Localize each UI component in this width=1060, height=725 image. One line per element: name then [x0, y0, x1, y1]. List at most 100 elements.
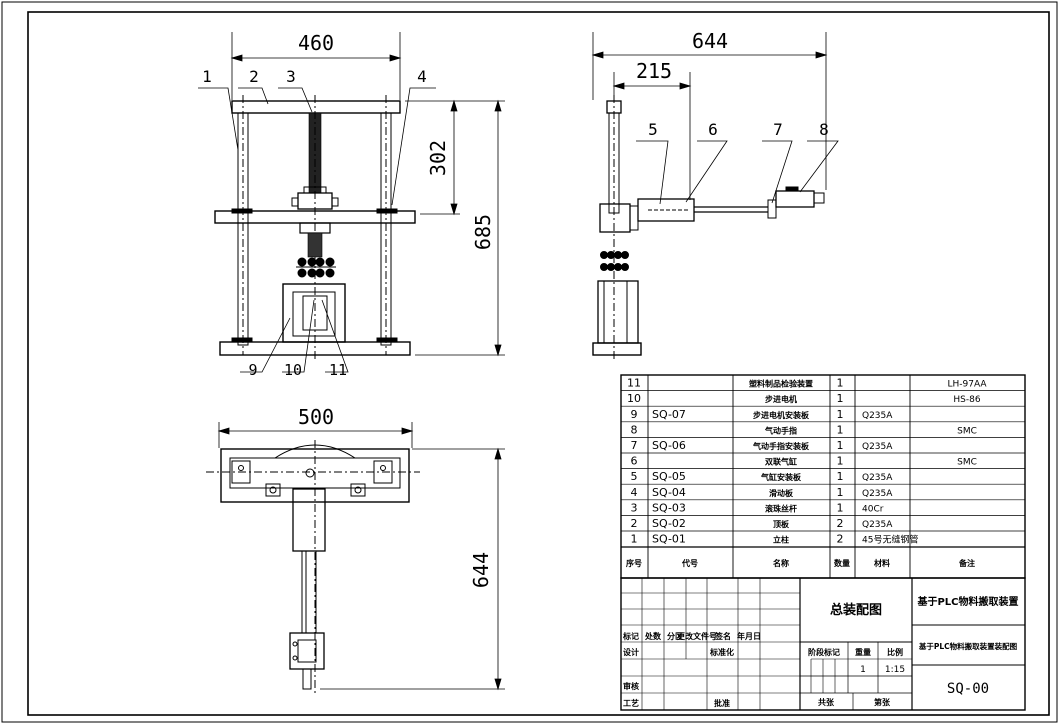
bom-cell-code: SQ-02: [652, 517, 686, 530]
balloon-11: 11: [329, 361, 347, 379]
bom-cell-no: 9: [631, 408, 638, 421]
bom-cell-material: Q235A: [862, 520, 893, 530]
inner-frame: [27, 11, 1050, 716]
tb-scale-value: 1:15: [885, 665, 905, 675]
bom-cell-no: 7: [631, 439, 638, 452]
tb-rev-date: 年月日: [737, 631, 761, 641]
dim-front-upper: 302: [426, 140, 450, 176]
tb-rev-doc: 更改文件号: [677, 631, 717, 641]
bom-header-row: 序号 代号 名称 数量 材料 备注: [626, 558, 975, 568]
side-leaders: [636, 140, 839, 205]
drawing-title: 总装配图: [830, 602, 882, 618]
side-view: [592, 95, 825, 360]
bom-cell-code: SQ-05: [652, 470, 686, 483]
bom-cell-note: SMC: [957, 458, 977, 468]
balloon-6: 6: [708, 120, 718, 139]
tb-sheet-no: 第张: [874, 697, 891, 707]
bom-cell-qty: 1: [837, 408, 844, 421]
dim-side-offset: 215: [636, 59, 672, 83]
bom-row: 11 塑料制品检验装置 1 LH-97AA: [627, 377, 987, 390]
bom-cell-name: 双联气缸: [765, 457, 797, 467]
tb-stage: 阶段标记: [808, 647, 840, 657]
balloon-8: 8: [819, 120, 829, 139]
balloon-4: 4: [417, 67, 427, 86]
tb-standardize: 标准化: [709, 647, 734, 657]
title-block-labels: 标记 处数 分区 更改文件号 签名 年月日 设计 标准化 审核 工艺 批准 阶段…: [622, 595, 1019, 708]
front-view: [214, 95, 416, 360]
bom-header-no: 序号: [626, 558, 642, 568]
bom-cell-qty: 1: [837, 470, 844, 483]
project-title: 基于PLC物料搬取装置: [916, 595, 1018, 608]
bom-cell-qty: 2: [837, 517, 844, 530]
front-dimensions: [230, 32, 505, 357]
balloon-1: 1: [202, 67, 212, 86]
bom-cell-qty: 1: [837, 377, 844, 390]
tb-sheets-total: 共张: [818, 697, 835, 707]
bom-cell-no: 2: [631, 517, 638, 530]
dim-front-height: 685: [471, 214, 495, 250]
bom-cell-no: 8: [631, 423, 638, 436]
bom-cell-material: Q235A: [862, 411, 893, 421]
bom-cell-qty: 1: [837, 455, 844, 468]
bom-cell-no: 6: [631, 455, 638, 468]
bom-cell-qty: 1: [837, 501, 844, 514]
bom-cell-material: Q235A: [862, 442, 893, 452]
bom-cell-qty: 1: [837, 439, 844, 452]
bom-cell-code: SQ-06: [652, 439, 686, 452]
bom-cell-name: 气动手指安装板: [752, 441, 810, 451]
dim-top-length: 644: [469, 552, 493, 588]
bom-cell-no: 11: [627, 377, 641, 390]
bom-cell-code: SQ-07: [652, 408, 686, 421]
front-leaders: [198, 87, 436, 373]
tb-approve: 批准: [714, 698, 730, 708]
tb-rev-sign: 签名: [714, 631, 731, 641]
bom-cell-name: 步进电机: [765, 394, 797, 404]
balloon-3: 3: [286, 67, 296, 86]
bom-cell-qty: 1: [837, 486, 844, 499]
dim-side-width: 644: [692, 29, 728, 53]
bom-cell-name: 塑料制品检验装置: [749, 379, 813, 389]
balloon-10: 10: [284, 361, 302, 379]
top-dimensions: [217, 422, 505, 691]
tb-craft: 工艺: [623, 698, 639, 708]
bom-cell-code: SQ-01: [652, 533, 686, 546]
bom-cell-material: 40Cr: [862, 504, 884, 514]
drawing-number: SQ-00: [947, 681, 989, 697]
bom-cell-note: SMC: [957, 426, 977, 436]
bom-cell-code: SQ-03: [652, 501, 686, 514]
bom-header-qty: 数量: [834, 558, 850, 568]
bom-cell-qty: 2: [837, 533, 844, 546]
bom-header-code: 代号: [681, 558, 698, 568]
bom-cell-name: 气缸安装板: [760, 472, 802, 482]
bom-cell-note: LH-97AA: [947, 380, 987, 390]
bom-row: 7 SQ-06 气动手指安装板 1 Q235A: [631, 439, 894, 452]
tb-rev-count: 处数: [644, 631, 662, 641]
tb-rev-mark: 标记: [622, 631, 639, 641]
tb-weight: 重量: [855, 647, 871, 657]
drawing-name: 基于PLC物料搬取装置装配图: [918, 641, 1018, 651]
bom-row: 6 双联气缸 1 SMC: [631, 455, 977, 468]
balloon-7: 7: [773, 120, 783, 139]
bom-cell-code: SQ-04: [652, 486, 686, 499]
side-dimensions: [591, 32, 828, 200]
bom-cell-note: HS-86: [953, 395, 980, 405]
bom-cell-qty: 1: [837, 392, 844, 405]
bom-cell-name: 气动手指: [764, 425, 797, 435]
balloon-2: 2: [249, 67, 259, 86]
bom-cell-name: 立柱: [773, 535, 789, 545]
balloon-5: 5: [648, 120, 658, 139]
bom-cell-no: 5: [631, 470, 638, 483]
tb-review: 审核: [623, 681, 639, 691]
tb-design: 设计: [623, 647, 639, 657]
tb-weight-value: 1: [860, 665, 866, 675]
tb-scale: 比例: [887, 647, 903, 657]
tb-rev-zone: 分区: [667, 631, 683, 641]
bom-cell-qty: 1: [837, 423, 844, 436]
top-view: [206, 440, 420, 695]
